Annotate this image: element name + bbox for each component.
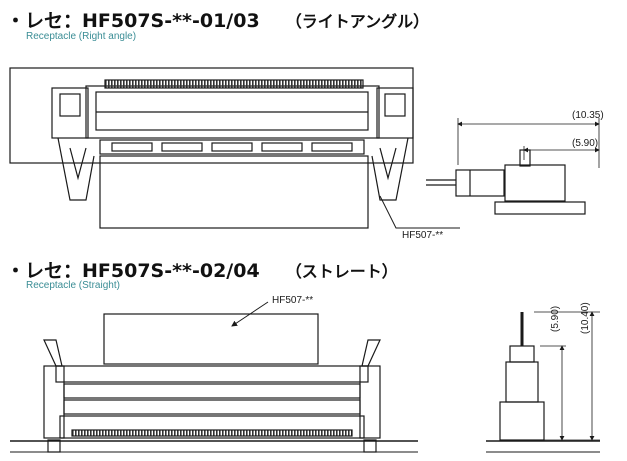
section1-heading: ・レセ：HF507S-**-01/03 （ライトアングル）: [6, 6, 429, 33]
straight-housing-top: [55, 365, 369, 383]
section2-dim-1: (5.90): [550, 306, 561, 332]
straight-contact-row: [71, 429, 353, 437]
rightangle-side-view: [426, 118, 600, 215]
section1-orientation: （ライトアングル）: [285, 12, 430, 31]
left-latch: [51, 87, 89, 139]
slot-strip: [99, 139, 365, 155]
section2-title: ・レセ：HF507S-**-02/04: [6, 260, 260, 282]
mating-card: [99, 155, 369, 229]
section1-dim-1: (10.35): [572, 110, 604, 121]
contact-row: [104, 79, 364, 89]
straight-side-housing: [499, 401, 545, 441]
straight-side-cap: [509, 345, 535, 363]
section2-callout: HF507-**: [272, 295, 313, 306]
straight-side-view: [486, 311, 600, 453]
right-latch: [376, 87, 414, 139]
section1-callout: HF507-**: [402, 230, 443, 241]
straight-front-view: [10, 301, 418, 453]
section2-dim-2: (10.40): [580, 302, 591, 334]
straight-right-latch: [359, 365, 381, 439]
inner-housing: [95, 91, 369, 131]
side-board: [494, 201, 586, 215]
section1-subtitle: Receptacle (Right angle): [26, 31, 137, 42]
rightangle-front-view: [9, 67, 460, 229]
straight-mating-card: [103, 313, 319, 365]
section2-subtitle: Receptacle (Straight): [26, 280, 120, 291]
straight-left-latch: [43, 365, 65, 439]
section2-heading: ・レセ：HF507S-**-02/04 （ストレート）: [6, 256, 398, 283]
side-housing: [455, 169, 505, 197]
section1-title: ・レセ：HF507S-**-01/03: [6, 10, 260, 32]
section1-dim-2: (5.90): [572, 138, 598, 149]
section2-orientation: （ストレート）: [285, 262, 398, 281]
